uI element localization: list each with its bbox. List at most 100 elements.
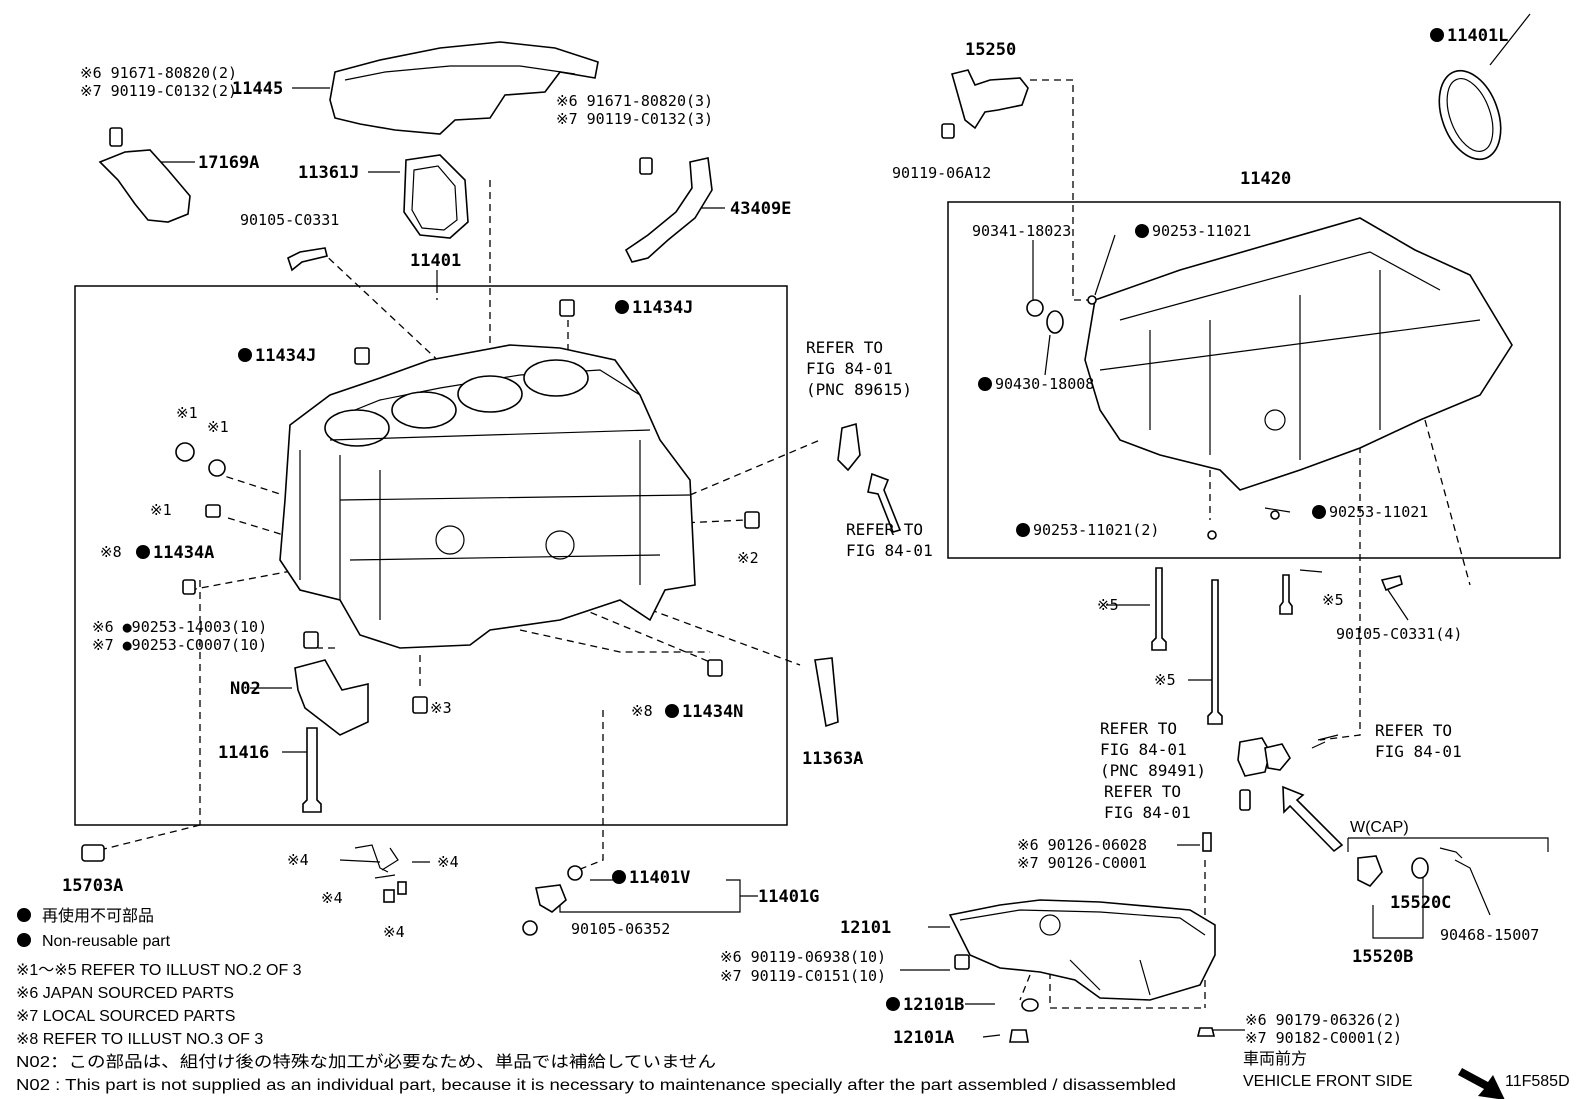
label-11434J-left: 11434J xyxy=(255,346,316,366)
callout-90468-15007: 90468-15007 xyxy=(1440,926,1539,944)
refer-1-line3: (PNC 89615) xyxy=(806,380,912,399)
refer-1-line1: REFER TO xyxy=(806,338,883,357)
front-label-jp: 車両前方 xyxy=(1243,1050,1307,1068)
wcap-bracket xyxy=(1347,837,1549,852)
label-17169A: 17169A xyxy=(198,153,259,173)
pin-11434J-left xyxy=(354,347,370,365)
legend-n02-jp: N02：この部品は、組付け後の特殊な加工が必要なため、単品では補給していません xyxy=(16,1053,716,1071)
mark-1c: ※1 xyxy=(150,501,172,519)
refer-2-line1: REFER TO xyxy=(846,520,923,539)
callout-90105-C0331-4: 90105-C0331(4) xyxy=(1336,625,1462,643)
label-15250: 15250 xyxy=(965,40,1016,60)
refer-2-line2: FIG 84-01 xyxy=(846,541,933,560)
callout-90253-11021-a: 90253-11021 xyxy=(1152,222,1251,240)
leader-lines xyxy=(160,13,1531,1038)
pin-11434N xyxy=(707,659,723,677)
label-11445: 11445 xyxy=(232,79,283,99)
mark-5a: ※5 xyxy=(1097,596,1119,614)
callout-90253-11021-2: 90253-11021(2) xyxy=(1033,521,1159,539)
label-11434J-top: 11434J xyxy=(632,298,693,318)
callout-90182-C0001: ※7 90182-C0001(2) xyxy=(1245,1029,1402,1047)
mark-1a: ※1 xyxy=(176,404,198,422)
refer-3-line3: (PNC 89491) xyxy=(1100,761,1206,780)
gasket-11361J xyxy=(403,154,469,239)
pin-11434J-top xyxy=(559,299,575,317)
label-11434A: 11434A xyxy=(153,543,214,563)
oil-control-valve-15250 xyxy=(941,69,1029,139)
label-43409E: 43409E xyxy=(730,199,791,219)
label-N02: N02 xyxy=(230,679,261,699)
refer-5-line2: FIG 84-01 xyxy=(1375,742,1462,761)
label-15703A: 15703A xyxy=(62,876,123,896)
legend-note-1: ※1～※5 REFER TO ILLUST NO.2 OF 3 xyxy=(16,962,302,979)
heat-insulator-11445 xyxy=(329,41,599,135)
mark-4d: ※4 xyxy=(383,923,405,941)
label-11416: 11416 xyxy=(218,743,269,763)
label-15520B: 15520B xyxy=(1352,947,1413,967)
refer-5-line1: REFER TO xyxy=(1375,721,1452,740)
mark-4c: ※4 xyxy=(321,889,343,907)
callout-90253-14003: ※6 ●90253-14003(10) xyxy=(92,618,267,636)
label-12101B: 12101B xyxy=(903,995,964,1015)
callout-90253-11021-b: 90253-11021 xyxy=(1329,503,1428,521)
oil-pan-upper-frame xyxy=(947,201,1561,559)
plug-15703A xyxy=(81,844,105,862)
label-11401G: 11401G xyxy=(758,887,819,907)
mark-8b: ※8 xyxy=(631,702,653,720)
mark-8a: ※8 xyxy=(100,543,122,561)
label-11401L: 11401L xyxy=(1447,26,1508,46)
bracket-43409E xyxy=(624,157,713,263)
diagram-id: 11F585D xyxy=(1505,1073,1570,1090)
legend: 再使用不可部品 Non-reusable part ※1～※5 REFER TO… xyxy=(16,907,1176,1094)
callout-90126-C0001: ※7 90126-C0001 xyxy=(1017,854,1147,872)
mark-5b: ※5 xyxy=(1154,671,1176,689)
mark-4b: ※4 xyxy=(437,853,459,871)
label-12101: 12101 xyxy=(840,918,891,938)
callout-90105-06352: 90105-06352 xyxy=(571,920,670,938)
tube-11363A xyxy=(814,657,839,728)
legend-nonreusable-en: Non-reusable part xyxy=(42,933,171,950)
cylinder-block-11401 xyxy=(279,344,696,649)
cylinder-block-frame xyxy=(74,285,788,826)
label-11363A: 11363A xyxy=(802,749,863,769)
callout-90119-C0132-2: ※7 90119-C0132(2) xyxy=(80,82,237,100)
label-11434N: 11434N xyxy=(682,702,743,722)
oil-pan-upper-11420 xyxy=(1084,217,1513,491)
label-11401: 11401 xyxy=(410,251,461,271)
bracket-17169A xyxy=(98,149,191,223)
callout-90126-06028: ※6 90126-06028 xyxy=(1017,836,1147,854)
oil-seal-11401L xyxy=(1438,69,1502,161)
callout-90253-C0007: ※7 ●90253-C0007(10) xyxy=(92,636,267,654)
bolt-11416 xyxy=(302,727,322,813)
pin-11434A xyxy=(182,579,196,595)
refer-1-line2: FIG 84-01 xyxy=(806,359,893,378)
callout-90105-C0331: 90105-C0331 xyxy=(240,211,339,229)
wcap-label: W(CAP) xyxy=(1350,819,1409,836)
refer-4-line2: FIG 84-01 xyxy=(1104,803,1191,822)
oil-pan-12101 xyxy=(948,899,1216,1001)
legend-note-6: ※6 JAPAN SOURCED PARTS xyxy=(16,985,234,1002)
front-arrow-icon xyxy=(1458,1068,1505,1099)
callout-90119-C0132-3: ※7 90119-C0132(3) xyxy=(556,110,713,128)
legend-note-8: ※8 REFER TO ILLUST NO.3 OF 3 xyxy=(16,1031,263,1048)
legend-nonreusable-jp: 再使用不可部品 xyxy=(42,907,154,925)
label-11361J: 11361J xyxy=(298,163,359,183)
bearing-cap-N02 xyxy=(294,659,369,736)
callout-91671-80820-3: ※6 91671-80820(3) xyxy=(556,92,713,110)
callout-90119-06A12: 90119-06A12 xyxy=(892,164,991,182)
mark-5c: ※5 xyxy=(1322,591,1344,609)
refer-4-line1: REFER TO xyxy=(1104,782,1181,801)
mark-1b: ※1 xyxy=(207,418,229,436)
bolt-90105-C0331 xyxy=(287,247,328,272)
callout-90119-06938: ※6 90119-06938(10) xyxy=(720,948,886,966)
mark-2: ※2 xyxy=(737,549,759,567)
mark-4a: ※4 xyxy=(287,851,309,869)
front-label-en: VEHICLE FRONT SIDE xyxy=(1243,1073,1413,1090)
label-11420: 11420 xyxy=(1240,169,1291,189)
legend-n02-en: N02 : This part is not supplied as an in… xyxy=(16,1077,1176,1094)
label-12101A: 12101A xyxy=(893,1028,954,1048)
direction-arrow xyxy=(1282,785,1344,853)
callout-91671-80820-2: ※6 91671-80820(2) xyxy=(80,64,237,82)
label-11401V: 11401V xyxy=(629,868,690,888)
